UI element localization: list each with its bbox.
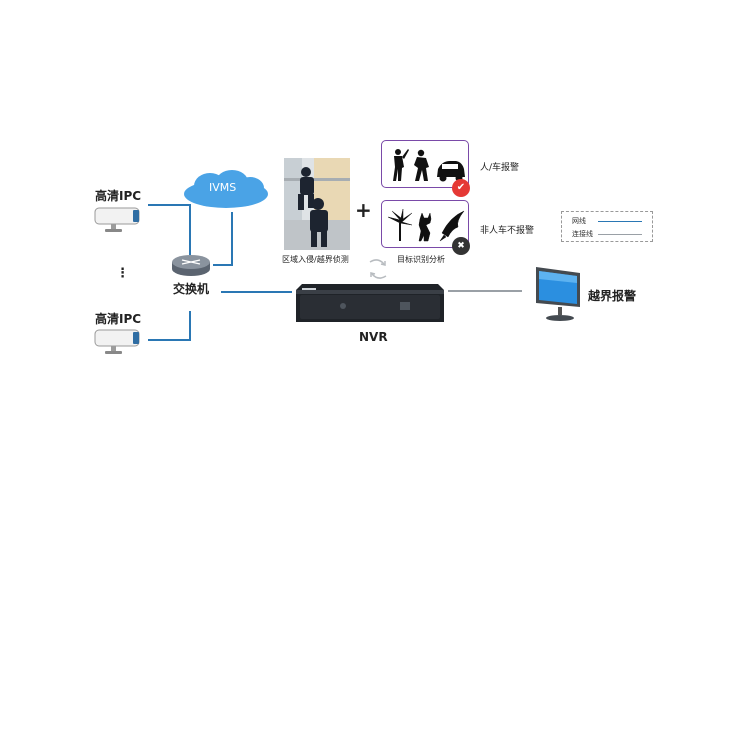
line-ivms-to-switch xyxy=(213,212,233,266)
sync-arrows-icon xyxy=(369,259,387,279)
ellipsis-dots: ⋮ xyxy=(116,266,129,281)
human-vehicle-silhouettes xyxy=(393,149,465,182)
animal-plant-silhouettes xyxy=(387,208,465,242)
monitor-icon xyxy=(536,267,580,321)
ivms-label: IVMS xyxy=(209,181,237,194)
cross-icon: ✖ xyxy=(452,237,470,255)
camera-icon xyxy=(94,329,140,354)
non-human-vehicle-box: ✖ xyxy=(381,200,470,255)
human-vehicle-box: ✔ xyxy=(381,140,470,197)
cloud-icon xyxy=(184,170,268,208)
legend-connection-line-label: 连接线 xyxy=(572,230,593,238)
camera-icon xyxy=(94,207,140,232)
intrusion-scene-image xyxy=(284,158,350,250)
non-human-vehicle-label: 非人车不报警 xyxy=(480,226,535,236)
line-ipc-top-to-switch xyxy=(148,204,191,255)
boundary-alarm-label: 越界报警 xyxy=(588,289,637,303)
ipc-top-label: 高清IPC xyxy=(95,189,142,203)
switch-icon xyxy=(172,255,210,276)
nvr-device-icon xyxy=(296,284,444,322)
human-vehicle-alarm-label: 人/车报警 xyxy=(480,163,520,173)
ipc-bottom-label: 高清IPC xyxy=(95,312,142,326)
plus-sign: + xyxy=(355,198,372,222)
legend-network-line-label: 网线 xyxy=(572,217,586,225)
legend-connection-line-swatch xyxy=(598,234,642,235)
switch-label: 交换机 xyxy=(173,282,210,296)
legend-network-line-swatch xyxy=(598,221,642,222)
target-recognition-label: 目标识别分析 xyxy=(397,255,445,264)
legend: 网线 连接线 xyxy=(561,211,653,242)
nvr-label: NVR xyxy=(359,330,388,344)
line-ipc-bottom-to-switch xyxy=(148,311,191,341)
scene-caption: 区域入侵/越界侦测 xyxy=(282,255,349,264)
check-icon: ✔ xyxy=(452,179,470,197)
